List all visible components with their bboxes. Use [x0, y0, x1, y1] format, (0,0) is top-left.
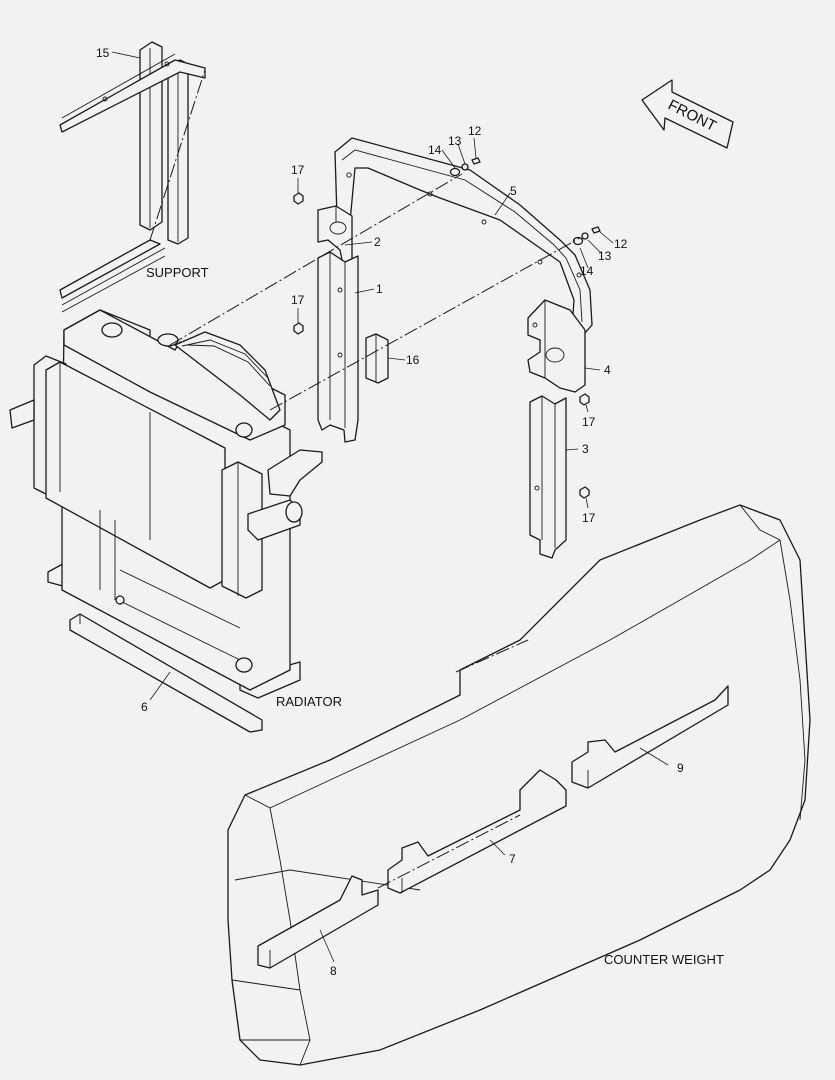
front-arrow: FRONT	[641, 79, 734, 149]
block-16	[365, 333, 389, 384]
part-number-14-top: 14	[428, 143, 442, 157]
part-number-13-right: 13	[598, 249, 612, 263]
support-assembly	[59, 41, 206, 313]
part-number-17-top: 17	[291, 163, 305, 177]
part-number-17-mid: 17	[291, 293, 305, 307]
part-number-15: 15	[96, 46, 110, 60]
radiator-label: RADIATOR	[276, 694, 342, 709]
part-number-17-right-upper: 17	[582, 415, 596, 429]
seal-3	[529, 395, 567, 559]
part-number-14-right: 14	[580, 264, 594, 278]
part-number-12-top: 12	[468, 124, 482, 138]
counter-weight-label: COUNTER WEIGHT	[604, 952, 724, 967]
support-label: SUPPORT	[146, 265, 209, 280]
part-number-3: 3	[582, 442, 589, 456]
radiator-assembly	[9, 309, 323, 699]
part-number-5: 5	[510, 184, 517, 198]
counter-weight	[227, 504, 811, 1066]
weight-blocks	[257, 685, 729, 969]
part-number-9: 9	[677, 761, 684, 775]
arrow-left-icon	[641, 79, 734, 149]
bar-6	[69, 613, 263, 733]
part-number-17-right-lower: 17	[582, 511, 596, 525]
part-number-4: 4	[604, 363, 611, 377]
part-number-2: 2	[374, 235, 381, 249]
part-number-1: 1	[376, 282, 383, 296]
part-number-13-top: 13	[448, 134, 462, 148]
part-number-6: 6	[141, 700, 148, 714]
part-number-7: 7	[509, 852, 516, 866]
assembly-lines	[149, 69, 581, 889]
leader-lines	[111, 51, 669, 963]
part-number-12-right: 12	[614, 237, 628, 251]
assembly-name-labels: SUPPORT RADIATOR COUNTER WEIGHT	[146, 265, 724, 967]
part-number-labels: 15 17 17 2 1 16 5 14 13 12 12 13 14 4 17…	[96, 46, 684, 978]
seal-1	[317, 251, 359, 443]
part-number-8: 8	[330, 964, 337, 978]
bracket-4	[527, 299, 586, 393]
part-number-16: 16	[406, 353, 420, 367]
